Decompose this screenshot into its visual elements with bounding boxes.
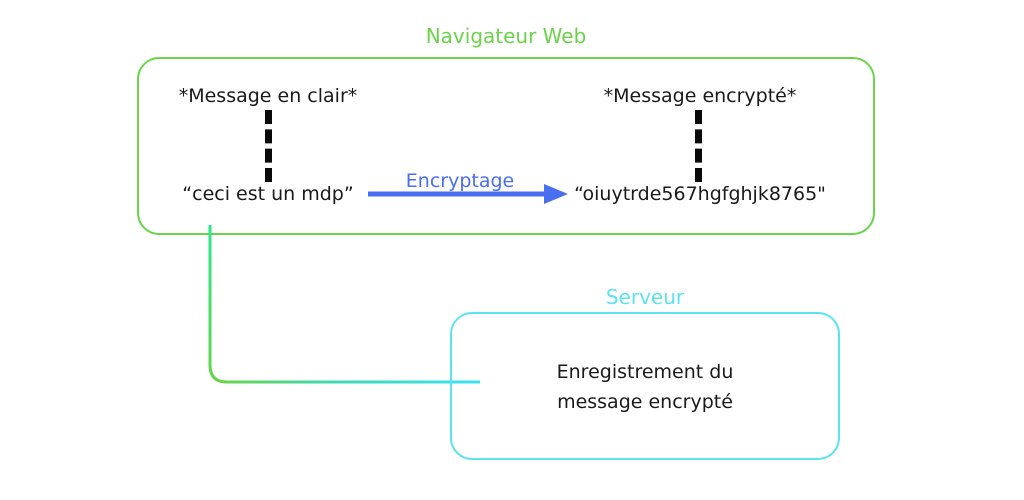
browser-box-title: Navigateur Web <box>425 24 587 48</box>
plain-message-value: “ceci est un mdp” <box>182 183 354 205</box>
plain-message-label: *Message en clair* <box>178 85 358 107</box>
browser-to-server-connector-icon <box>208 225 480 384</box>
encryptage-arrow-icon <box>368 184 568 204</box>
encrypted-message-dashed-connector-icon <box>695 110 702 182</box>
server-box-title: Serveur <box>605 285 685 309</box>
browser-box <box>137 57 875 235</box>
plain-message-dashed-connector-icon <box>265 110 272 182</box>
encrypted-message-label: *Message encrypté* <box>603 85 797 107</box>
encryptage-arrow-label: Encryptage <box>405 170 515 192</box>
server-box <box>450 312 840 460</box>
server-text-line-1: Enregistrement du <box>556 361 734 383</box>
encrypted-message-value: “oiuytrde567hgfghjk8765" <box>574 183 826 205</box>
server-text-line-2: message encrypté <box>557 391 733 413</box>
server-box-content: Enregistrement du message encrypté <box>450 357 840 417</box>
